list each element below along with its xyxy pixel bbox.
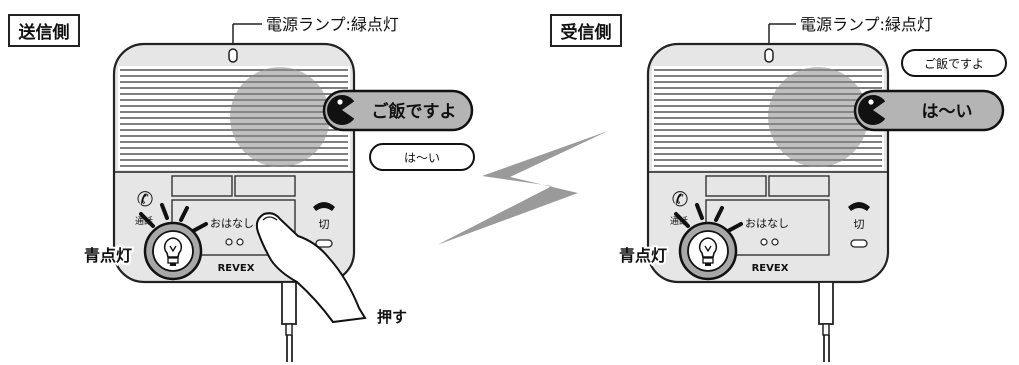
receiver-end-label: 切 bbox=[854, 218, 865, 231]
sender-end-label: 切 bbox=[319, 218, 330, 231]
sender-panel: 送信側 電源ランプ:緑点灯 bbox=[8, 14, 475, 362]
receiver-side-label: 受信側 bbox=[561, 22, 612, 43]
receiver-speaker-grille bbox=[652, 66, 884, 170]
receiver-speech-small-text: ご飯ですよ bbox=[924, 56, 984, 71]
sender-cable bbox=[281, 281, 297, 362]
sender-end-button[interactable]: 切 bbox=[313, 202, 335, 248]
receiver-brand: REVEX bbox=[752, 263, 789, 274]
sender-speech-bubble-small: は〜い bbox=[369, 143, 475, 171]
receiver-talk-label: おはなし bbox=[745, 217, 789, 230]
receiver-indicator-dots bbox=[760, 238, 779, 246]
sender-side-label: 送信側 bbox=[19, 22, 70, 43]
phone-icon: ✆ bbox=[672, 187, 689, 211]
light-bulb-icon bbox=[163, 237, 183, 266]
sender-speech-small-text: は〜い bbox=[404, 151, 440, 165]
sender-talk-label: おはなし bbox=[210, 217, 254, 230]
sender-power-lamp-callout: 電源ランプ:緑点灯 bbox=[232, 15, 399, 46]
hangup-icon bbox=[848, 202, 870, 211]
sender-blue-lamp-label: 青点灯 bbox=[84, 246, 132, 265]
sender-indicator-dots bbox=[225, 238, 244, 246]
light-bulb-icon bbox=[698, 237, 718, 266]
sender-speech-bubble-main: ご飯ですよ bbox=[322, 89, 474, 132]
receiver-power-lamp-callout: 電源ランプ:緑点灯 bbox=[768, 15, 933, 46]
receiver-speech-main-text: は〜い bbox=[922, 102, 973, 122]
pressing-hand-icon bbox=[255, 212, 367, 324]
receiver-panel: 受信側 電源ランプ:緑点灯 bbox=[550, 14, 1007, 362]
phone-icon: ✆ bbox=[137, 187, 154, 211]
speaking-face-icon bbox=[858, 95, 890, 125]
sender-power-lamp-label: 電源ランプ:緑点灯 bbox=[266, 15, 399, 34]
receiver-end-button[interactable]: 切 bbox=[848, 202, 870, 248]
receiver-blue-lamp-label: 青点灯 bbox=[619, 246, 667, 265]
receiver-blue-lamp-badge bbox=[674, 203, 743, 281]
press-label: 押す bbox=[377, 308, 407, 326]
receiver-power-lamp bbox=[764, 48, 774, 63]
sender-brand: REVEX bbox=[218, 263, 255, 274]
receiver-speech-bubble-small: ご飯ですよ bbox=[901, 49, 1007, 77]
receiver-speech-bubble-main: は〜い bbox=[853, 89, 1005, 132]
hangup-icon bbox=[313, 202, 335, 211]
receiver-power-lamp-label: 電源ランプ:緑点灯 bbox=[800, 15, 933, 34]
sender-speech-main-text: ご飯ですよ bbox=[372, 101, 457, 122]
sender-side-label-box: 送信側 bbox=[8, 14, 80, 47]
sender-power-lamp bbox=[228, 48, 238, 63]
sender-speaker-grille bbox=[118, 66, 350, 170]
speaking-face-icon bbox=[327, 95, 359, 125]
receiver-side-label-box: 受信側 bbox=[550, 14, 622, 47]
receiver-cable bbox=[818, 281, 834, 362]
sender-blue-lamp-badge bbox=[139, 203, 208, 281]
